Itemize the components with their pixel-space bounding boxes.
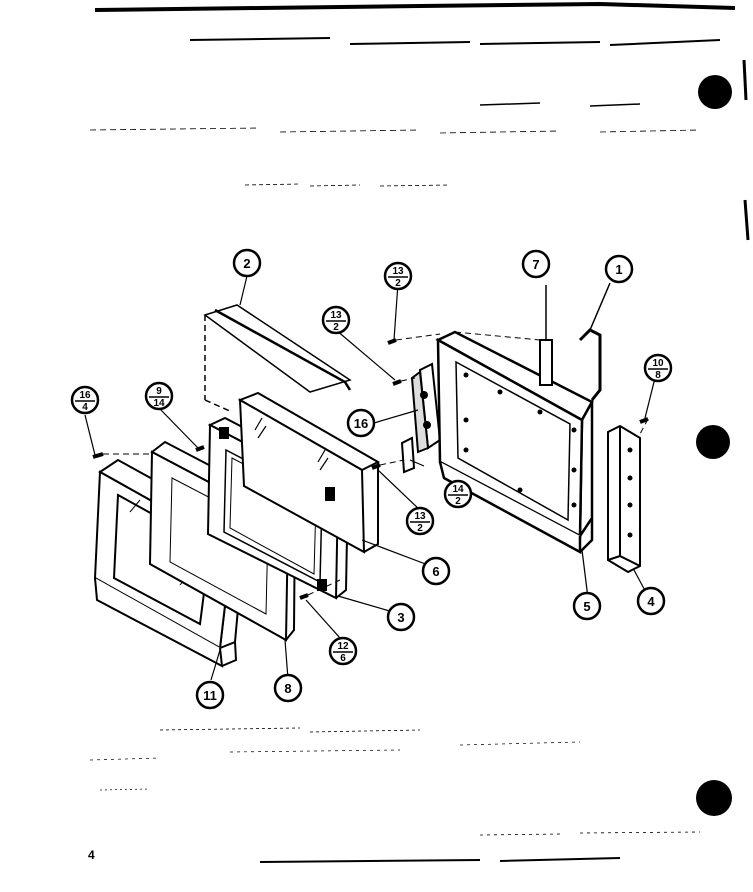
callout-16: 16 xyxy=(346,408,376,438)
svg-text:3: 3 xyxy=(397,610,404,625)
side-bracket xyxy=(607,424,641,574)
door-latch xyxy=(539,285,553,386)
callout-1: 1 xyxy=(604,254,634,284)
fraction-callout-14-2: 14 2 xyxy=(443,479,473,509)
svg-text:2: 2 xyxy=(333,322,339,333)
callout-8: 8 xyxy=(273,673,303,703)
svg-text:9: 9 xyxy=(156,386,162,397)
svg-text:13: 13 xyxy=(392,266,404,277)
small-clip xyxy=(400,436,416,474)
fraction-callout-10-8: 10 8 xyxy=(643,353,673,383)
screw-13-2-top xyxy=(387,338,397,345)
svg-text:2: 2 xyxy=(455,496,461,507)
fraction-callout-13-2-mid: 13 2 xyxy=(321,305,351,335)
scan-artifacts xyxy=(89,1,750,863)
svg-text:7: 7 xyxy=(532,257,539,272)
callout-2: 2 xyxy=(232,248,262,278)
svg-text:4: 4 xyxy=(82,402,88,413)
fraction-callouts: 13 2 13 2 13 2 14 2 10 8 xyxy=(70,261,673,666)
top-panel xyxy=(203,304,352,413)
binder-hole-middle xyxy=(696,425,730,459)
svg-text:11: 11 xyxy=(203,688,217,703)
svg-text:8: 8 xyxy=(284,681,291,696)
fraction-callout-12-6: 12 6 xyxy=(328,636,358,666)
svg-text:8: 8 xyxy=(655,370,661,381)
binder-hole-top xyxy=(698,75,732,109)
leader-lines xyxy=(84,275,657,681)
fraction-callout-13-2-low: 13 2 xyxy=(405,506,435,536)
callout-5: 5 xyxy=(572,591,602,621)
screw-12-6 xyxy=(299,593,309,600)
binder-holes xyxy=(696,75,732,816)
svg-text:13: 13 xyxy=(414,511,426,522)
door-handle xyxy=(578,282,611,401)
svg-text:4: 4 xyxy=(647,594,655,609)
callout-11: 11 xyxy=(195,680,225,710)
svg-text:12: 12 xyxy=(337,641,349,652)
fraction-callout-13-2-top: 13 2 xyxy=(383,261,413,291)
svg-text:6: 6 xyxy=(340,653,346,664)
svg-text:16: 16 xyxy=(79,390,91,401)
svg-text:2: 2 xyxy=(243,256,250,271)
callout-3: 3 xyxy=(386,602,416,632)
page-number: 4 xyxy=(88,848,95,862)
binder-hole-bottom xyxy=(696,780,732,816)
svg-text:14: 14 xyxy=(153,398,165,409)
hinge-bracket xyxy=(410,362,442,454)
screw-13-2-mid xyxy=(392,379,402,386)
inner-door-frame xyxy=(435,330,594,555)
callouts: 2 7 1 16 6 3 5 4 xyxy=(195,248,666,710)
svg-text:6: 6 xyxy=(432,564,439,579)
assembly-lines xyxy=(103,331,649,596)
screw-9-14 xyxy=(195,445,205,452)
svg-text:1: 1 xyxy=(615,262,622,277)
screw-16-4 xyxy=(92,452,104,459)
svg-text:10: 10 xyxy=(652,358,664,369)
callout-4: 4 xyxy=(636,586,666,616)
fraction-callout-9-14: 9 14 xyxy=(144,381,174,411)
screw-10-8 xyxy=(639,417,649,424)
callout-7: 7 xyxy=(521,249,551,279)
svg-text:16: 16 xyxy=(354,416,368,431)
callout-6: 6 xyxy=(421,556,451,586)
screw-13-2-low xyxy=(371,463,381,470)
screws xyxy=(92,338,649,600)
svg-text:13: 13 xyxy=(330,310,342,321)
svg-text:2: 2 xyxy=(417,523,423,534)
glass-panel xyxy=(237,391,381,554)
svg-text:14: 14 xyxy=(452,484,464,495)
svg-text:5: 5 xyxy=(583,599,590,614)
fraction-callout-16-4: 16 4 xyxy=(70,385,100,415)
svg-text:2: 2 xyxy=(395,278,401,289)
